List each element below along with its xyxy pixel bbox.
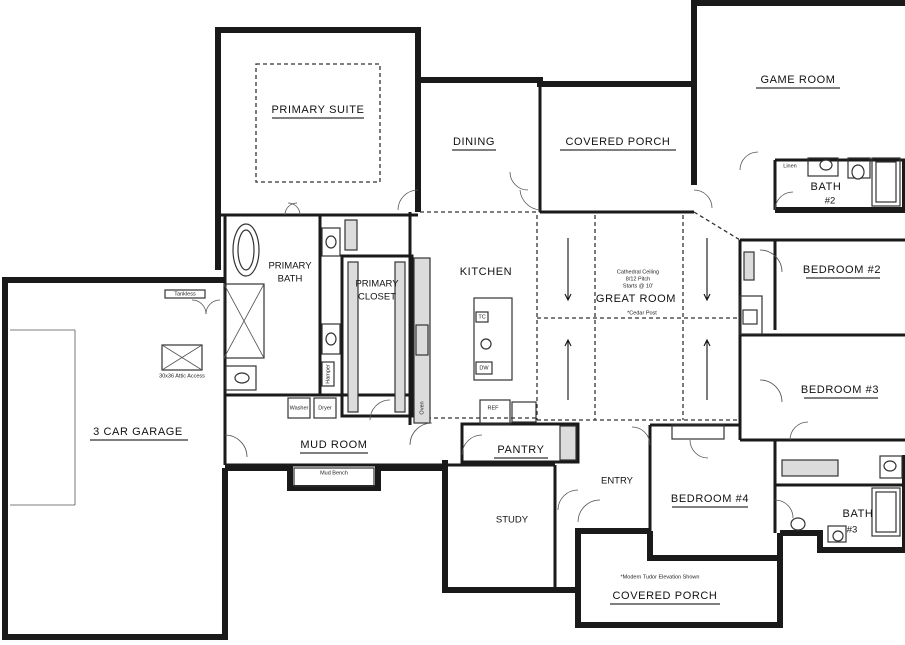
label-entry: ENTRY xyxy=(601,476,634,487)
interior-walls xyxy=(218,80,905,590)
label-bath3: BATH xyxy=(843,508,874,520)
note-tankless: Tankless xyxy=(174,291,196,297)
label-primary-closet-1: PRIMARY xyxy=(355,279,399,290)
label-garage: 3 CAR GARAGE xyxy=(93,426,183,438)
label-mud-bench: Mud Bench xyxy=(320,470,348,476)
note-cathedral-3: Starts @ 10' xyxy=(623,283,653,289)
label-bedroom4: BEDROOM #4 xyxy=(671,493,749,505)
note-ref: REF xyxy=(488,405,500,411)
label-bedroom3: BEDROOM #3 xyxy=(801,384,879,396)
door-swings xyxy=(191,151,809,523)
label-game-room: GAME ROOM xyxy=(760,74,835,86)
label-covered-porch-rear: COVERED PORCH xyxy=(566,136,671,148)
note-dw: DW xyxy=(479,365,489,371)
label-great-room: GREAT ROOM xyxy=(596,293,676,305)
label-mud-room: MUD ROOM xyxy=(300,439,367,451)
label-bath2: BATH xyxy=(811,181,842,193)
note-cathedral-1: Cathedral Ceiling xyxy=(617,269,659,275)
note-hamper: Hamper xyxy=(325,364,331,384)
label-kitchen: KITCHEN xyxy=(460,266,512,278)
label-dining: DINING xyxy=(453,136,495,148)
plan-notes: Tankless 30x36 Attic Access Cathedral Ce… xyxy=(159,269,699,580)
label-linen: Linen xyxy=(783,163,796,169)
label-primary-bath-1: PRIMARY xyxy=(268,261,312,272)
note-elevation: *Modern Tudor Elevation Shown xyxy=(621,574,700,580)
label-pantry: PANTRY xyxy=(497,444,544,456)
note-cathedral-2: 8/12 Pitch xyxy=(626,276,650,282)
ceiling-lines xyxy=(420,211,741,421)
label-primary-bath-2: BATH xyxy=(278,274,303,285)
note-tc: TC xyxy=(478,314,485,320)
room-labels: PRIMARY SUITE DINING COVERED PORCH GAME … xyxy=(90,74,881,605)
label-primary-suite: PRIMARY SUITE xyxy=(272,104,365,116)
ceiling-arrows xyxy=(564,238,711,400)
note-attic-access: 30x36 Attic Access xyxy=(159,373,205,379)
label-bath3-num: #3 xyxy=(847,525,858,536)
note-oven: Oven xyxy=(419,401,425,414)
note-cedar-post: *Cedar Post xyxy=(627,310,657,316)
label-primary-closet-2: CLOSET xyxy=(358,292,396,303)
fixtures xyxy=(10,63,903,543)
label-bath2-num: #2 xyxy=(825,196,836,207)
note-dryer: Dryer xyxy=(318,405,332,411)
label-study: STUDY xyxy=(496,515,529,526)
note-washer: Washer xyxy=(290,405,309,411)
label-covered-porch-front: COVERED PORCH xyxy=(613,590,718,602)
label-bedroom2: BEDROOM #2 xyxy=(803,264,881,276)
